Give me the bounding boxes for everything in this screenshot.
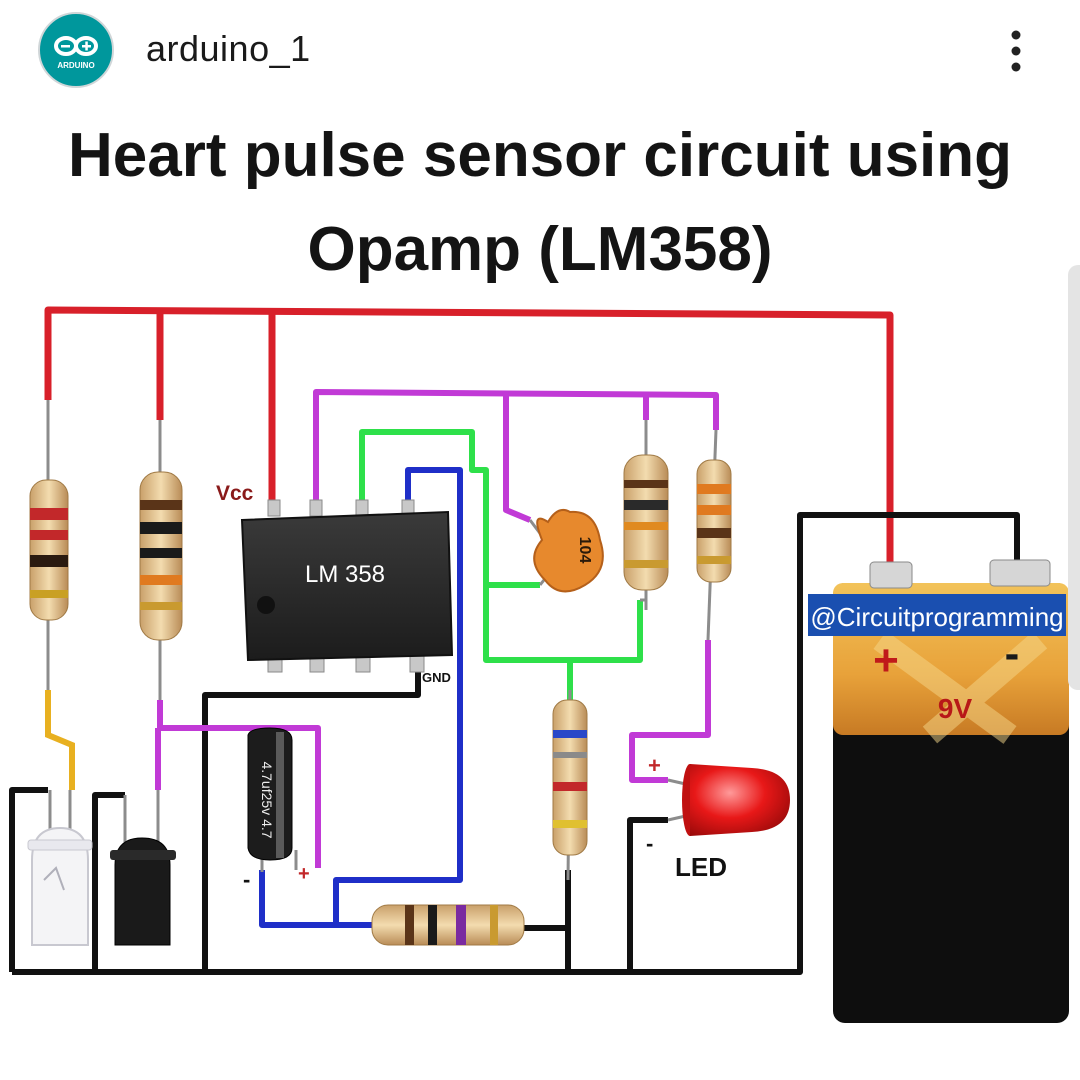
diagram-title-line-2: Opamp (LM358) — [307, 215, 773, 284]
supply-wire — [44, 306, 894, 570]
account-avatar[interactable]: ARDUINO — [38, 12, 114, 88]
sensor-wire — [45, 690, 75, 790]
electrolytic-marking: 4.7uf25v 4.7 — [259, 761, 275, 838]
electrolytic-minus-label: - — [243, 867, 250, 892]
signal-wire — [259, 467, 463, 928]
photodiode — [110, 790, 176, 946]
battery-plus-label: + — [873, 636, 899, 685]
battery-9v: @Circuitprogramming + - 9V — [808, 559, 1069, 1023]
avatar-text: ARDUINO — [57, 61, 94, 70]
diagram-title-line-1: Heart pulse sensor circuit using — [67, 121, 1013, 190]
gnd-label: GND — [422, 670, 451, 685]
ceramic-capacitor: 104 — [528, 509, 604, 593]
red-led — [667, 764, 790, 836]
opamp-output-wire — [155, 389, 719, 868]
led-label: LED — [675, 852, 727, 882]
battery-voltage-label: 9V — [938, 693, 973, 724]
lm358-ic: LM 358 — [240, 499, 454, 673]
resistor-5 — [552, 689, 588, 881]
capacitor-code: 104 — [576, 537, 593, 564]
more-vertical-icon — [1011, 30, 1021, 72]
side-scroll-tab[interactable] — [1068, 265, 1080, 690]
arduino-logo-icon: ARDUINO — [54, 36, 98, 70]
ground-wire — [9, 512, 1020, 975]
electrolytic-capacitor: 4.7uf25v 4.7 — [247, 727, 298, 872]
ic-label: LM 358 — [305, 561, 385, 588]
more-options-button[interactable] — [996, 26, 1036, 76]
resistor-4 — [696, 429, 732, 641]
resistor-6 — [371, 904, 525, 946]
electrolytic-plus-label: + — [298, 863, 310, 885]
vcc-label: Vcc — [216, 482, 254, 505]
battery-watermark: @Circuitprogramming — [810, 602, 1063, 632]
account-name[interactable]: arduino_1 — [146, 28, 311, 69]
resistor-2 — [139, 420, 183, 700]
led-minus-label: - — [646, 831, 653, 856]
ir-led — [27, 790, 93, 946]
post-header: ARDUINO arduino_1 — [0, 0, 1080, 100]
resistor-3 — [623, 420, 669, 610]
battery-minus-label: - — [1005, 629, 1020, 678]
led-plus-label: + — [648, 753, 661, 778]
resistor-1 — [29, 400, 69, 690]
